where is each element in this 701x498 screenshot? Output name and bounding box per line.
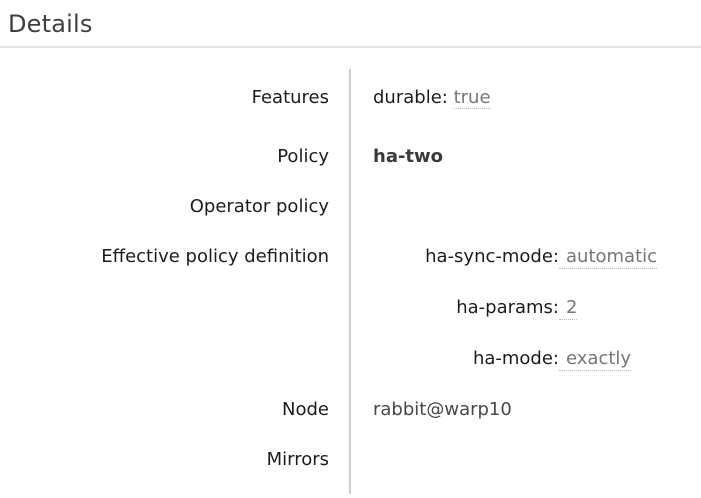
feature-durable-key: durable: [373, 87, 448, 108]
effective-policy-value-cell: ha-sync-mode: automatic ha-params: 2 ha-… [350, 232, 701, 385]
node-name: rabbit@warp10 [373, 399, 512, 420]
features-label: Features [0, 69, 351, 132]
row-effective-policy-definition: Effective policy definition ha-sync-mode… [0, 232, 701, 385]
row-node: Node rabbit@warp10 [0, 385, 701, 435]
definition-entry: ha-params: 2 [373, 297, 701, 320]
details-facts-table: Features durable: true Policy ha-two Ope… [0, 69, 701, 494]
feature-durable-value: true [453, 87, 491, 109]
effective-policy-label: Effective policy definition [0, 232, 351, 385]
row-operator-policy: Operator policy [0, 182, 701, 232]
policy-link[interactable]: ha-two [373, 146, 444, 167]
definition-entry: ha-sync-mode: automatic [373, 246, 701, 269]
row-mirrors: Mirrors [0, 435, 701, 494]
effective-policy-definition-list: ha-sync-mode: automatic ha-params: 2 ha-… [373, 246, 701, 371]
definition-value-ha-sync-mode: automatic [559, 246, 658, 269]
definition-entry: ha-mode: exactly [373, 348, 701, 371]
section-title: Details [8, 10, 93, 38]
features-value-cell: durable: true [350, 69, 701, 132]
node-value-cell: rabbit@warp10 [350, 385, 701, 435]
definition-value-ha-mode: exactly [559, 348, 632, 371]
policy-label: Policy [0, 132, 351, 182]
row-policy: Policy ha-two [0, 132, 701, 182]
node-label: Node [0, 385, 351, 435]
definition-key-ha-sync-mode: ha-sync-mode: [425, 246, 559, 267]
definition-value-ha-params: 2 [559, 297, 578, 320]
operator-policy-value-cell [350, 182, 701, 232]
policy-value-cell: ha-two [350, 132, 701, 182]
definition-key-ha-params: ha-params: [456, 297, 559, 318]
mirrors-value-cell [350, 435, 701, 494]
operator-policy-label: Operator policy [0, 182, 351, 232]
definition-key-ha-mode: ha-mode: [472, 348, 559, 369]
row-features: Features durable: true [0, 69, 701, 132]
details-header: Details [0, 0, 701, 48]
mirrors-label: Mirrors [0, 435, 351, 494]
